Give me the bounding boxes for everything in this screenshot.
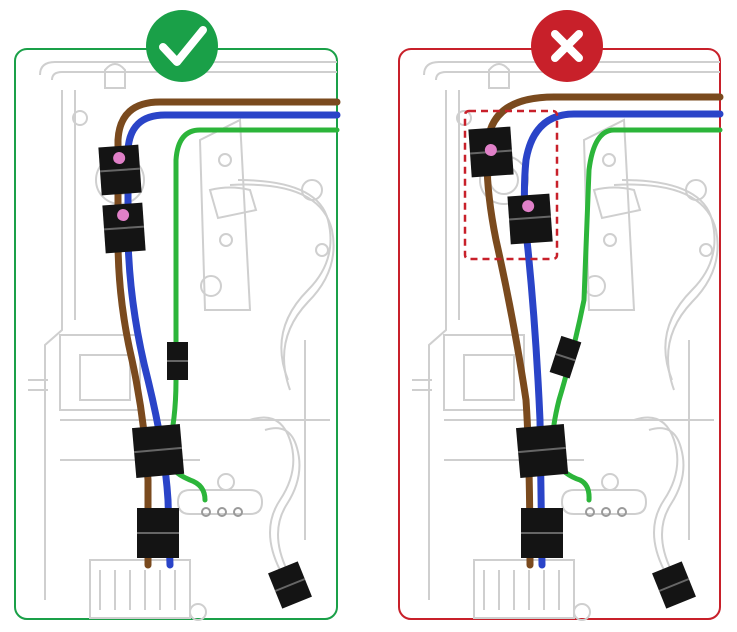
ferrite-side bbox=[268, 561, 312, 609]
device-housing bbox=[28, 61, 337, 621]
ferrite-lower bbox=[102, 202, 146, 254]
ferrite-cores bbox=[468, 126, 696, 609]
status-badge bbox=[531, 10, 603, 82]
ferrite-cores bbox=[98, 144, 312, 609]
incorrect-routing-panel bbox=[398, 10, 724, 621]
cross-icon bbox=[551, 30, 583, 62]
marker-dot bbox=[484, 144, 497, 157]
marker-dot bbox=[522, 200, 535, 213]
terminal-block bbox=[201, 507, 243, 517]
ferrite-upper bbox=[98, 144, 142, 196]
ferrite-lower bbox=[507, 193, 553, 245]
ferrite-side bbox=[652, 561, 696, 609]
marker-dot bbox=[117, 209, 130, 222]
check-icon bbox=[159, 26, 207, 66]
green-wire bbox=[549, 127, 723, 503]
error-highlight-box bbox=[463, 109, 559, 261]
ferrite-green-small bbox=[549, 335, 582, 379]
marker-dot bbox=[113, 152, 126, 165]
ferrite-middle bbox=[515, 423, 569, 478]
correct-routing-panel bbox=[14, 10, 341, 621]
terminal-block bbox=[585, 507, 627, 517]
ferrite-middle bbox=[131, 423, 185, 478]
ferrite-upper bbox=[468, 126, 514, 178]
status-badge bbox=[146, 10, 218, 82]
